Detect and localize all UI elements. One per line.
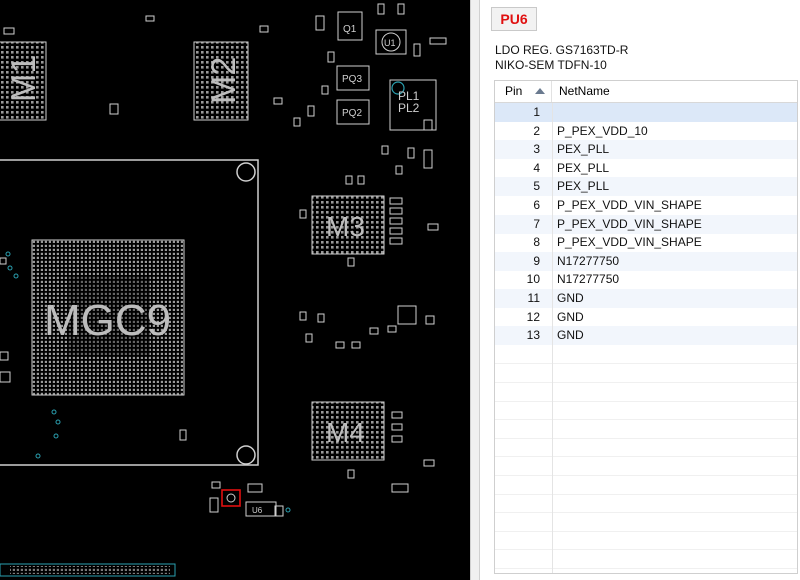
net-name-cell: GND — [557, 328, 584, 343]
component-description-line2: NIKO-SEM TDFN-10 — [495, 58, 607, 72]
net-name-cell: PEX_PLL — [557, 142, 610, 157]
table-row[interactable]: 13 GND — [495, 326, 797, 346]
column-header-netname[interactable]: NetName — [553, 81, 797, 102]
empty-row-line — [495, 512, 797, 514]
pin-number-cell: 9 — [533, 253, 540, 268]
net-name-cell: P_PEX_VDD_VIN_SHAPE — [557, 235, 702, 250]
empty-row-line — [495, 475, 797, 476]
q1-label: Q1 — [343, 24, 357, 35]
bottom-connector — [0, 563, 176, 577]
empty-row-line — [495, 363, 797, 365]
empty-row-line — [495, 437, 797, 439]
table-header: Pin NetName — [495, 81, 797, 103]
column-header-pin-label: Pin — [505, 84, 523, 98]
pin-number-cell: 2 — [533, 123, 540, 138]
table-row[interactable]: 12 GND — [495, 308, 797, 327]
m3-label: M3 — [326, 211, 365, 242]
table-row[interactable]: 7 P_PEX_VDD_VIN_SHAPE — [495, 214, 797, 234]
u6-label: U6 — [252, 506, 263, 515]
empty-row-line — [495, 419, 797, 421]
pin-number-cell: 5 — [533, 179, 540, 194]
panel-splitter[interactable] — [470, 0, 480, 580]
net-name-cell: P_PEX_VDD_10 — [557, 123, 648, 138]
column-divider — [552, 103, 553, 573]
pcb-canvas[interactable]: M1 M2 MGC9 M3 M4 — [0, 0, 470, 580]
net-name-cell: P_PEX_VDD_VIN_SHAPE — [557, 216, 702, 231]
pin-number-cell: 12 — [526, 309, 540, 324]
table-row[interactable]: 1 — [495, 103, 797, 122]
empty-row-line — [495, 456, 797, 458]
table-row[interactable]: 10 N17277750 — [495, 270, 797, 289]
pl2-label: PL2 — [398, 101, 420, 115]
empty-row-line — [495, 549, 797, 551]
pin-number-cell: 13 — [526, 328, 540, 343]
component-u1[interactable]: U1 — [375, 29, 407, 55]
table-row[interactable]: 11 GND — [495, 289, 797, 308]
table-row[interactable]: 5 PEX_PLL — [495, 177, 797, 197]
m4-label: M4 — [326, 417, 365, 448]
pin-number-cell: 10 — [526, 272, 540, 287]
net-name-cell: N17277750 — [557, 253, 620, 268]
pin-number-cell: 7 — [533, 216, 540, 231]
empty-row-line — [495, 568, 797, 569]
selected-component-pu6[interactable]: U6 — [221, 489, 277, 517]
table-row[interactable]: 8 P_PEX_VDD_VIN_SHAPE — [495, 233, 797, 252]
column-header-netname-label: NetName — [559, 84, 610, 98]
table-row[interactable]: 9 N17277750 — [495, 251, 797, 271]
net-name-cell: GND — [557, 291, 584, 305]
column-header-pin[interactable]: Pin — [495, 81, 552, 102]
u1-label: U1 — [384, 38, 396, 48]
empty-row-line — [495, 382, 797, 383]
pin-number-cell: 11 — [527, 291, 540, 305]
component-refdes-badge: PU6 — [491, 7, 537, 31]
gpu-chip-mgc9[interactable]: MGC9 — [0, 159, 259, 466]
net-name-cell: PEX_PLL — [557, 179, 610, 194]
memory-chip-m3[interactable]: M3 — [311, 195, 385, 255]
passive-components — [0, 3, 447, 517]
m2-label: M2 — [205, 57, 243, 104]
m1-label: M1 — [5, 55, 43, 102]
component-pq3[interactable]: PQ3 — [336, 65, 370, 91]
table-row[interactable]: 3 PEX_PLL — [495, 140, 797, 160]
empty-row-line — [495, 400, 797, 402]
pq3-label: PQ3 — [342, 74, 362, 85]
table-row[interactable]: 4 PEX_PLL — [495, 159, 797, 178]
table-row[interactable]: 2 P_PEX_VDD_10 — [495, 122, 797, 141]
pl1-label: PL1 — [398, 89, 420, 103]
empty-row-line — [495, 530, 797, 532]
pin-number-cell: 4 — [533, 160, 540, 175]
component-q1[interactable]: Q1 — [337, 11, 363, 41]
pq2-label: PQ2 — [342, 108, 362, 119]
pcb-board-view[interactable]: M1 M2 MGC9 M3 M4 — [0, 0, 470, 580]
memory-chip-m4[interactable]: M4 — [311, 401, 385, 461]
component-pl1-pl2[interactable]: PL1 PL2 — [389, 79, 437, 131]
net-name-cell: N17277750 — [557, 272, 620, 287]
pin-number-cell: 6 — [533, 198, 540, 212]
memory-chip-m2[interactable]: M2 — [193, 41, 249, 121]
net-name-cell: P_PEX_VDD_VIN_SHAPE — [557, 198, 702, 212]
component-info-panel: PU6 LDO REG. GS7163TD-R NIKO-SEM TDFN-10… — [480, 0, 800, 580]
component-pq2[interactable]: PQ2 — [336, 99, 370, 125]
empty-row-line — [495, 493, 797, 495]
table-row[interactable]: 6 P_PEX_VDD_VIN_SHAPE — [495, 196, 797, 215]
pin-number-cell: 8 — [533, 235, 540, 250]
component-description-line1: LDO REG. GS7163TD-R — [495, 43, 629, 57]
memory-chip-m1[interactable]: M1 — [0, 41, 47, 121]
sort-ascending-icon — [535, 88, 545, 94]
vias — [5, 251, 291, 513]
net-name-cell: GND — [557, 309, 584, 324]
net-name-cell: PEX_PLL — [557, 160, 610, 175]
pin-number-cell: 3 — [533, 142, 540, 157]
pin-number-cell: 1 — [533, 105, 540, 119]
mgc9-label: MGC9 — [44, 296, 171, 345]
